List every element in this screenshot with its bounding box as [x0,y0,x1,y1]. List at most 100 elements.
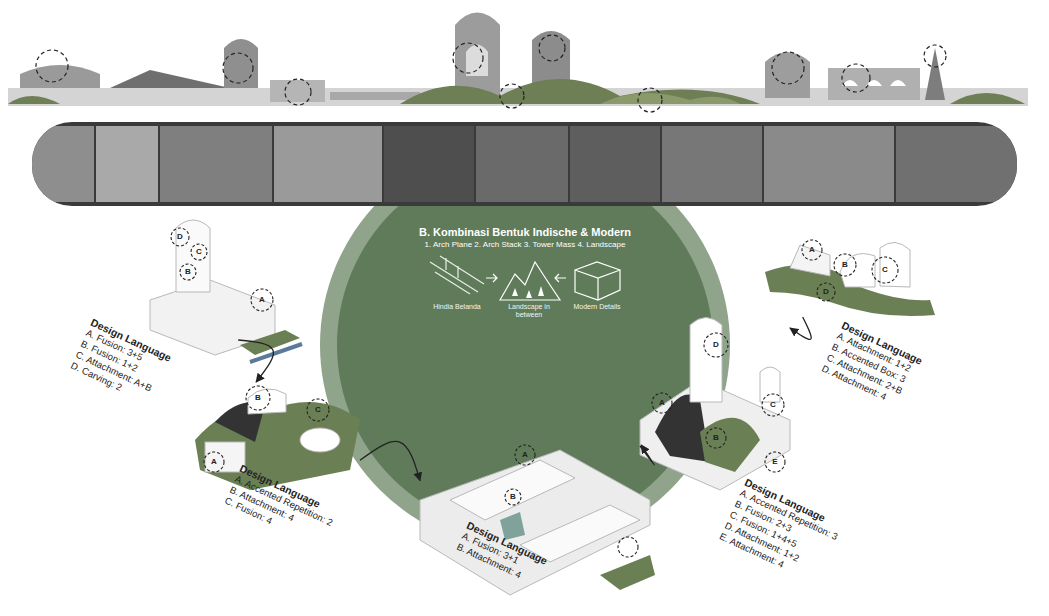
callout-circle [618,537,638,557]
model-block [880,242,910,287]
callout-letter: E [768,456,782,468]
callout-letter: C [311,404,325,416]
callout-letter: C [192,246,206,258]
design-model: Design LanguageA. Fusion: 3+5B. Fusion: … [150,220,275,340]
tree-icon [512,286,544,298]
photo [896,126,1017,202]
hill [950,93,1025,104]
callout-circle [834,254,856,276]
highlight-circle [842,64,870,92]
text-block: Design LanguageA. Attachment: 1+2B. Acce… [820,319,981,437]
hill [400,79,760,104]
model-block [790,245,830,276]
flow-arrow [640,445,654,465]
callout-circle [872,257,898,283]
inner-disc [337,157,713,533]
model-water [250,344,302,362]
model-tower [176,220,210,292]
flow-arrow [238,340,273,382]
photo [764,126,894,202]
modern-icon [575,262,620,300]
design-model: Design LanguageA. Accented Repetition: 2… [195,382,360,482]
highlight-circles [36,35,946,112]
callout-circle [505,489,521,505]
tower [224,39,258,88]
callout-circle [204,452,224,472]
building [828,68,920,100]
photo [96,126,158,202]
callout-letter: C [878,264,892,276]
photo [570,126,660,202]
text-block: Design LanguageA. Fusion: 3+1B. Attachme… [455,519,606,615]
callout-letter: C [766,399,780,411]
model-landscape [195,402,360,490]
icon-label: Landscape in between [500,303,558,319]
model-shadow [655,394,710,462]
highlight-circle [285,79,311,105]
callout-circle [817,283,835,301]
photo [662,126,762,202]
photo [160,126,272,202]
callout-circle [652,393,672,413]
callout-circle [246,386,270,410]
callout-letter: D [173,231,187,243]
icon-label: Hindia Belanda [430,303,484,311]
callout-letter: B [181,266,195,278]
highlight-circle [638,88,662,112]
text-block: Design LanguageA. Accented Repetition: 3… [718,476,884,605]
arches [842,80,906,86]
building [20,65,100,88]
model-roof [450,460,575,520]
callout-circle [762,394,784,416]
photo-strip [32,122,1017,206]
model-block [248,389,286,414]
photos [32,126,1017,202]
building [765,52,810,98]
model-block [840,254,875,287]
callout-letter: B [838,259,852,271]
callout-letter: A [518,449,532,461]
highlight-circle [36,50,68,82]
concept-circle: B. Kombinasi Bentuk Indische & Modern 1. … [320,140,730,550]
callout-letter: D [819,286,833,298]
callout-circle [251,289,273,311]
building [270,80,325,102]
icon-arrow [486,274,497,282]
photo [32,126,94,202]
design-model: Design LanguageA. Fusion: 3+1B. Attachme… [420,445,650,595]
design-model: Design LanguageA. Attachment: 1+2B. Acce… [765,235,935,317]
callout-circle [706,428,726,448]
photo [476,126,568,202]
node-heading: B. Kombinasi Bentuk Indische & Modern [320,226,730,238]
highlight-circle [500,84,524,108]
building [330,92,420,100]
spire [925,48,945,100]
callout-circle [307,399,329,421]
text-block: Design LanguageA. Accented Repetition: 2… [223,462,379,569]
callout-letter: D [709,339,723,351]
callout-circle [765,452,785,472]
flow-arrow [790,317,811,339]
callout-circle [180,264,196,280]
text-block: Design LanguageA. Fusion: 3+5B. Fusion: … [69,316,230,434]
callout-letter: B [709,432,723,444]
model-landscape [700,418,760,472]
text-block: B. Kombinasi Bentuk Indische & Modern 1. … [320,226,730,249]
photo [384,126,474,202]
hill [600,93,740,104]
callout-circle [704,333,728,357]
callout-circle [171,228,189,246]
model-block [300,428,340,452]
arch-opening [466,45,488,77]
highlight-circle [539,35,565,61]
highlight-circle [453,43,483,73]
model-landscape [240,330,300,355]
callout-circle [515,445,535,465]
indische-icon [430,256,484,294]
node-text: A. Fusion: 3+1 [460,530,601,604]
icon-arrow [555,274,566,282]
highlight-circle [772,52,804,84]
node-text: 1. Arch Plane 2. Arch Stack 3. Tower Mas… [320,240,730,249]
model-landscape [600,555,655,590]
